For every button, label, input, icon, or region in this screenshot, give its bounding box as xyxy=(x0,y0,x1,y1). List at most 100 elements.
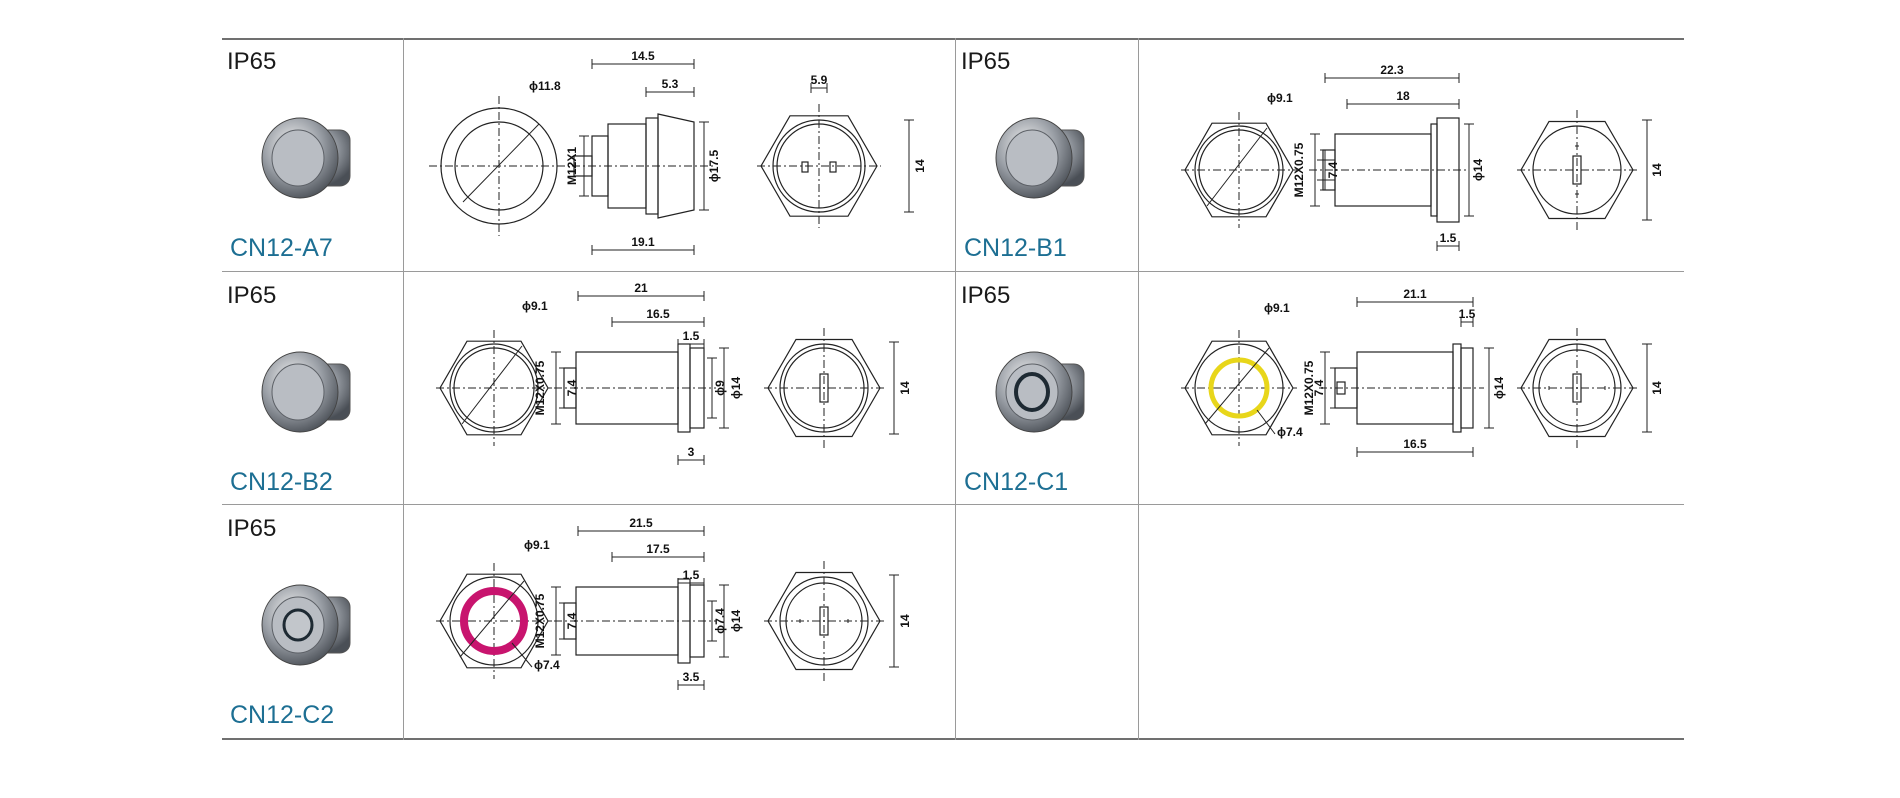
led-ring-photo xyxy=(282,608,314,642)
dimension-label: 14 xyxy=(1650,163,1664,177)
drawing-hexagon xyxy=(760,115,878,217)
dimension-label: 18 xyxy=(1396,89,1410,103)
dimension-label: 7.4 xyxy=(565,612,579,629)
ip-rating: IP65 xyxy=(227,48,277,75)
dimension-label: 16.5 xyxy=(646,307,670,321)
drawing-circle xyxy=(449,343,539,433)
empty-cell xyxy=(1139,505,1684,738)
dimension-label: ϕ9.1 xyxy=(524,538,550,552)
dimension-label: ϕ7.4 xyxy=(713,608,727,634)
drawing-rect xyxy=(573,155,593,177)
drawing-hexagon xyxy=(1184,340,1294,436)
drawing-circle xyxy=(1194,343,1284,433)
product-cell-cn12-c1: IP65 CN12-C1 xyxy=(956,272,1138,504)
model-label: CN12-A7 xyxy=(230,234,333,262)
drawing-circle xyxy=(1194,125,1284,215)
drawing-hexagon xyxy=(1520,120,1634,220)
table-bottom-rule xyxy=(222,738,1684,740)
ip-rating: IP65 xyxy=(961,48,1011,75)
dimension-label: 1.5 xyxy=(1459,307,1476,321)
row-divider xyxy=(222,271,1684,272)
dimension-label: 14.5 xyxy=(631,49,655,63)
drawing-circle xyxy=(772,119,866,213)
dimension-label: ϕ14 xyxy=(1492,377,1506,400)
product-photo xyxy=(995,117,1085,199)
model-label: CN12-B2 xyxy=(230,468,333,496)
drawing-rect xyxy=(1572,373,1582,403)
product-cell-cn12-c2: IP65 CN12-C2 xyxy=(222,505,403,738)
model-label: CN12-B1 xyxy=(964,234,1067,262)
drawing-rect xyxy=(1572,155,1582,185)
switch-cap-photo xyxy=(1005,129,1059,187)
dimension-label: 22.3 xyxy=(1380,63,1404,77)
dimension-label: 21.5 xyxy=(629,516,653,530)
dimension-label: 17.5 xyxy=(646,542,670,556)
dimension-label: ϕ9.1 xyxy=(522,299,548,313)
drawing-circle xyxy=(1532,125,1622,215)
drawing-hexagon xyxy=(767,338,881,438)
dimension-label: ϕ14 xyxy=(1471,159,1485,182)
dimension-label: 7.4 xyxy=(1312,379,1326,396)
drawing-circle xyxy=(453,347,535,429)
dimension-label: 1.5 xyxy=(1440,231,1457,245)
dimension-label: ϕ17.5 xyxy=(707,150,721,183)
drawing-rect xyxy=(1460,347,1474,429)
dimension-label: ϕ14 xyxy=(729,610,743,633)
dimension-label: 14 xyxy=(898,381,912,395)
drawing-circle xyxy=(785,582,863,660)
ip-rating: IP65 xyxy=(227,282,277,309)
drawing-rect xyxy=(1336,381,1346,395)
dimension-label: 14 xyxy=(1650,381,1664,395)
drawing-circle xyxy=(1538,349,1616,427)
dimension-label: ϕ9.1 xyxy=(1267,91,1293,105)
dimension-label: 7.4 xyxy=(1326,161,1340,178)
dimension-label: 14 xyxy=(898,614,912,628)
empty-cell xyxy=(956,505,1138,738)
dimension-label: 21 xyxy=(634,281,648,295)
drawing-circle xyxy=(1198,129,1280,211)
drawing-line xyxy=(461,345,523,425)
column-divider xyxy=(403,38,404,740)
drawing-flange xyxy=(657,113,695,219)
drawing-circle xyxy=(776,123,862,209)
dimension-label: ϕ9 xyxy=(713,380,727,396)
dimension-label: 5.3 xyxy=(662,77,679,91)
dimension-label: M12X0.75 xyxy=(533,593,547,648)
drawing-hexagon xyxy=(767,571,881,671)
drawing-line xyxy=(511,642,533,668)
model-label: CN12-C1 xyxy=(964,468,1069,496)
product-photo xyxy=(995,351,1085,433)
drawing-circle xyxy=(1532,343,1622,433)
dimension-label: 16.5 xyxy=(1403,437,1427,451)
row-divider xyxy=(222,504,1684,505)
dimension-label: ϕ7.4 xyxy=(534,658,560,672)
dimension-label: M12X0.75 xyxy=(533,360,547,415)
drawing-rect xyxy=(819,606,829,636)
switch-cap-photo xyxy=(271,129,325,187)
column-divider xyxy=(955,38,956,740)
drawing-circle xyxy=(779,343,869,433)
dimension-label: 3 xyxy=(688,445,695,459)
drawing-circle xyxy=(460,587,528,655)
dimension-label: M12X0.75 xyxy=(1302,360,1316,415)
drawing-hexagon xyxy=(1520,338,1634,438)
dimension-label: M12X1 xyxy=(565,147,579,185)
drawing-circle xyxy=(1208,357,1270,419)
drawing-line xyxy=(1206,127,1268,207)
model-label: CN12-C2 xyxy=(230,701,335,729)
dimension-label: 3.5 xyxy=(683,670,700,684)
dimension-label: M12X0.75 xyxy=(1292,142,1306,197)
product-cell-cn12-a7: IP65 CN12-A7 xyxy=(222,38,403,271)
switch-cap-photo xyxy=(1005,363,1059,421)
drawing-rect xyxy=(819,373,829,403)
product-photo xyxy=(261,117,351,199)
